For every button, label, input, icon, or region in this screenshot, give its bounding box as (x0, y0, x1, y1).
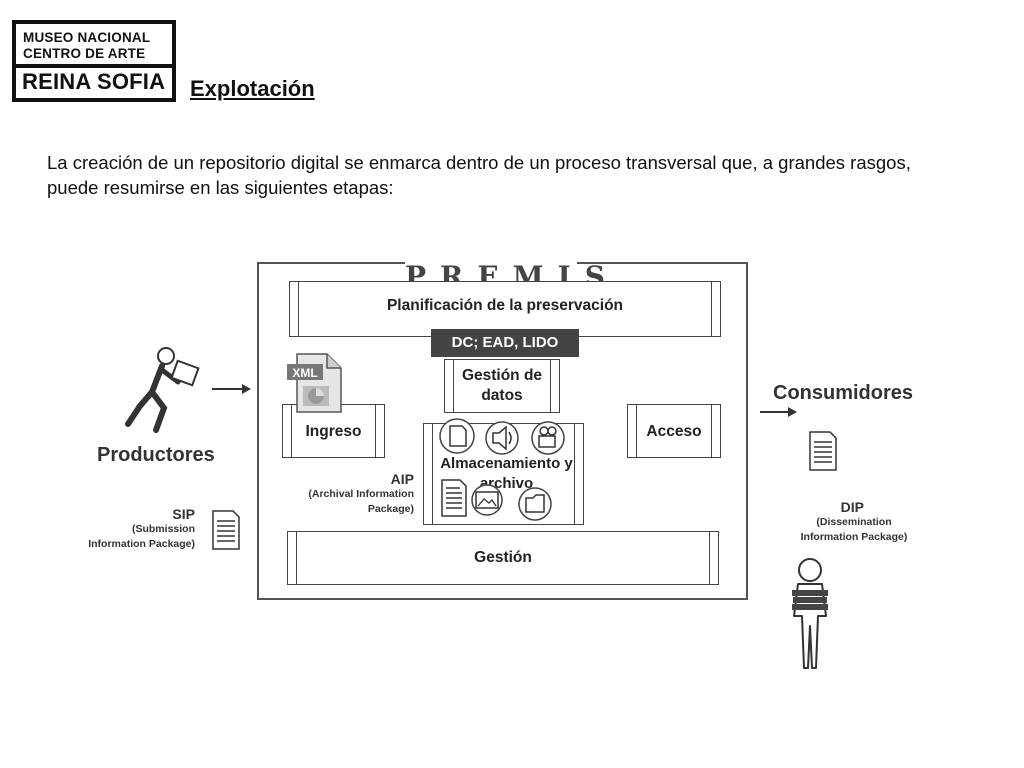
logo-divider (16, 64, 172, 68)
logo-line-2: CENTRO DE ARTE (23, 46, 146, 61)
sip-title: SIP (172, 506, 195, 522)
consumers-label: Consumidores (773, 382, 914, 404)
xml-document-icon: XML (287, 353, 342, 413)
dip-description: (Dissemination Information Package) (800, 516, 908, 543)
storage-media-icons (439, 418, 565, 521)
management-band: Gestión (287, 531, 719, 585)
sip-description: (Submission Information Package) (88, 523, 195, 550)
consumer-arrow (760, 407, 797, 417)
aip-description: (Archival Information Package) (308, 488, 414, 515)
data-management-label: Gestión de datos (461, 367, 543, 404)
image-icon (475, 491, 499, 509)
management-label: Gestión (474, 549, 532, 566)
logo-line-1: MUSEO NACIONAL (23, 30, 151, 45)
dip-caption: DIP (Dissemination Information Package) (796, 500, 912, 545)
audio-icon (492, 425, 507, 451)
text-document-icon (441, 479, 467, 517)
planning-label: Planificación de la preservación (386, 297, 624, 314)
standards-badge: DC; EAD, LIDO (431, 329, 579, 357)
producer-figure-icon (125, 347, 200, 433)
ingest-label: Ingreso (305, 423, 362, 440)
producers-label: Productores (97, 444, 215, 466)
sip-document-icon (212, 510, 240, 550)
aip-title: AIP (390, 471, 414, 487)
folder-icon (525, 494, 545, 513)
aip-caption: AIP (Archival Information Package) (290, 472, 414, 517)
dip-title: DIP (840, 499, 864, 515)
sip-caption: SIP (Submission Information Package) (80, 507, 195, 552)
access-box: Acceso (627, 404, 721, 458)
access-label: Acceso (646, 423, 702, 440)
slide-title: Explotación (190, 76, 315, 101)
producer-arrow (212, 384, 251, 394)
logo-line-3: REINA SOFIA (22, 69, 166, 94)
ingest-box: Ingreso (282, 404, 385, 458)
consumer-figure-icon (792, 558, 828, 669)
video-camera-icon (538, 435, 556, 448)
dip-document-icon (809, 431, 837, 471)
xml-icon-label: XML (292, 366, 317, 380)
data-management-box: Gestión de datos (444, 359, 560, 413)
intro-text: La creación de un repositorio digital se… (47, 152, 911, 198)
museum-logo: MUSEO NACIONAL CENTRO DE ARTE REINA SOFI… (12, 20, 176, 102)
document-icon (449, 425, 467, 447)
